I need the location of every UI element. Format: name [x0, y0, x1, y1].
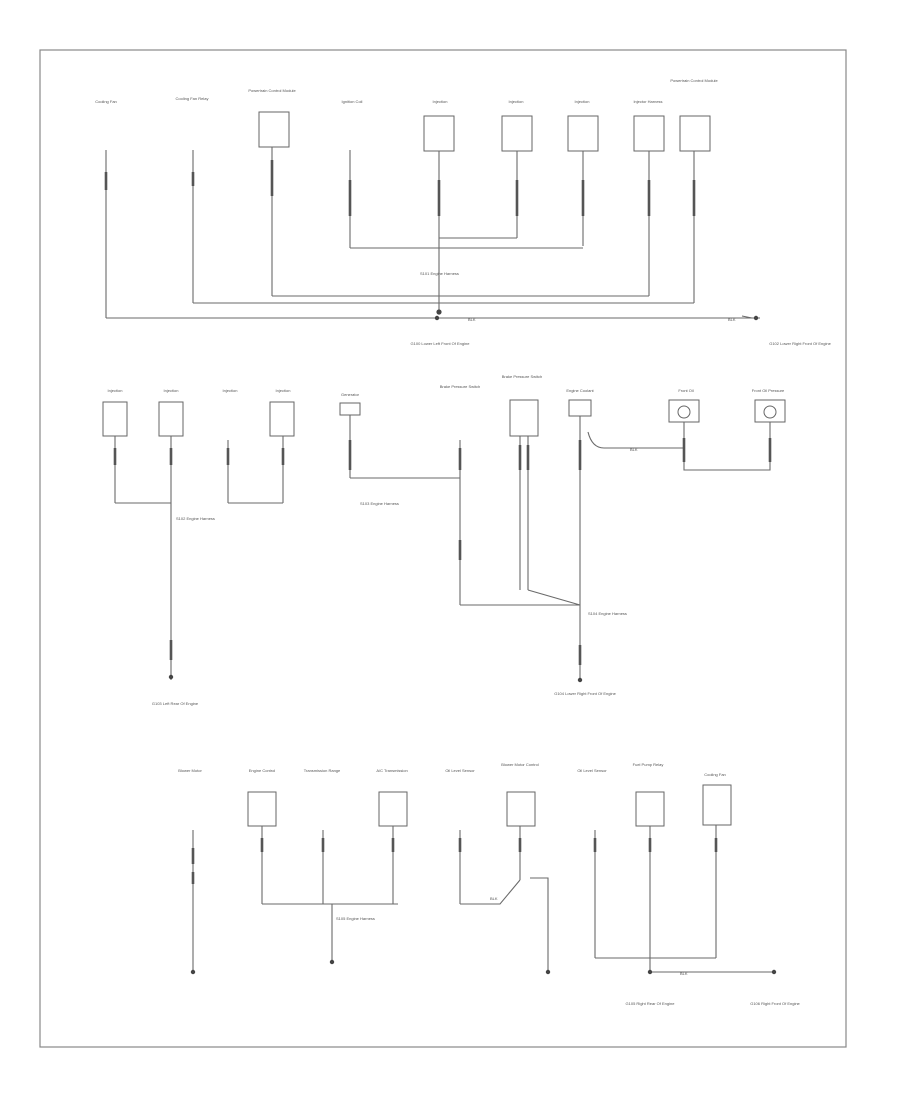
row2-annotations: S102 Engine Harness S103 Engine Harness …	[152, 447, 638, 706]
ground-dot	[168, 674, 174, 680]
row2-wires	[113, 415, 772, 683]
row1-labels: Cooling Fan Cooling Fan Relay Powertrain…	[95, 78, 718, 104]
component-box	[635, 791, 665, 827]
component-box	[668, 399, 700, 423]
component-box	[702, 784, 732, 826]
ground-dot	[329, 959, 335, 965]
row3-label-8: Fuel Pump Relay	[633, 762, 664, 767]
component-box	[679, 115, 711, 152]
row3-wires	[190, 825, 777, 975]
row1-annotations: S101 Engine Harness G100 Lower Left Fron…	[411, 271, 832, 346]
row2-label-1: Injection	[108, 388, 123, 393]
row3-annotations: S105 Engine Harness G105 Right Rear Of E…	[336, 896, 801, 1006]
row1-label-3: Powertrain Control Module	[248, 88, 296, 93]
splice-label-5: S105 Engine Harness	[336, 916, 375, 921]
ground-dot	[190, 969, 196, 975]
row2-label-2: Injection	[164, 388, 179, 393]
row3-label-3: Transmission Range	[304, 768, 341, 773]
row2-label-4: Injection	[276, 388, 291, 393]
row3-labels: Blower Motor Engine Control Transmission…	[178, 762, 726, 777]
row1-label-7: Injection	[575, 99, 590, 104]
splice-label-1: S101 Engine Harness	[420, 271, 459, 276]
component-box	[754, 399, 786, 423]
diagram-border	[39, 49, 847, 1048]
row3-label-6: Blower Motor Control	[501, 762, 539, 767]
component-box	[339, 402, 361, 416]
splice-dot	[436, 309, 442, 315]
ground-label-4: G104 Lower Right Front Of Engine	[554, 691, 616, 696]
wire-label-3: BLK	[630, 447, 638, 452]
ground-dot	[647, 969, 653, 975]
ground-label-6: G106 Right Front Of Engine	[750, 1001, 800, 1006]
ground-dot	[771, 969, 777, 975]
component-box	[269, 401, 295, 437]
component-box	[506, 791, 536, 827]
row2-label-7: Brake Pressure Switch	[502, 374, 542, 379]
ground-label-1: G100 Lower Left Front Of Engine	[411, 341, 471, 346]
component-box	[633, 115, 665, 152]
component-box	[378, 791, 408, 827]
component-box	[567, 115, 599, 152]
ground-dot	[577, 677, 583, 683]
component-box	[247, 791, 277, 827]
row1-label-6: Injection	[509, 99, 524, 104]
component-box	[423, 115, 455, 152]
row2-label-9: Front Oil	[678, 388, 693, 393]
row1-label-2: Cooling Fan Relay	[176, 96, 209, 101]
row2-boxes	[102, 399, 786, 437]
row1-label-5: Injection	[433, 99, 448, 104]
row3-label-7: Oil Level Sensor	[577, 768, 607, 773]
wire-label-1: BLK	[468, 317, 476, 322]
row1-wires	[104, 147, 760, 321]
ground-label-2: G102 Lower Right Front Of Engine	[769, 341, 831, 346]
row3-label-5: Oil Level Sensor	[445, 768, 475, 773]
ground-label-3: G103 Left Rear Of Engine	[152, 701, 199, 706]
row3-label-2: Engine Control	[249, 768, 276, 773]
row2-label-6: Brake Pressure Switch	[440, 384, 480, 389]
component-box	[568, 399, 592, 417]
row3-label-4: A/C Transmission	[376, 768, 407, 773]
row2-label-10: Front Oil Pressure	[752, 388, 785, 393]
component-box	[102, 401, 128, 437]
row3-label-1: Blower Motor	[178, 768, 202, 773]
row2-labels: Injection Injection Injection Injection …	[108, 374, 785, 397]
row3-boxes	[247, 784, 732, 827]
component-box	[509, 399, 539, 437]
row2-label-8: Engine Coolant	[566, 388, 594, 393]
row1-label-4: Ignition Coil	[342, 99, 363, 104]
wire-label-4: BLK	[680, 971, 688, 976]
row2-label-5: Generator	[341, 392, 360, 397]
component-box	[258, 111, 290, 148]
row3-label-9: Cooling Fan	[704, 772, 726, 777]
ground-dot	[753, 315, 759, 321]
row1-label-9: Powertrain Control Module	[670, 78, 718, 83]
splice-label-2: S102 Engine Harness	[176, 516, 215, 521]
row1-label-1: Cooling Fan	[95, 99, 117, 104]
splice-label-3: S103 Engine Harness	[360, 501, 399, 506]
row1-label-8: Injector Harness	[633, 99, 662, 104]
ground-dot	[434, 315, 440, 321]
ground-label-5: G105 Right Rear Of Engine	[626, 1001, 676, 1006]
row2-label-3: Injection	[223, 388, 238, 393]
row1-boxes	[258, 111, 711, 152]
component-box	[158, 401, 184, 437]
component-box	[501, 115, 533, 152]
wire-label-5: BLK	[490, 896, 498, 901]
ground-dot	[545, 969, 551, 975]
splice-label-4: S104 Engine Harness	[588, 611, 627, 616]
wire-label-2: BLK	[728, 317, 736, 322]
